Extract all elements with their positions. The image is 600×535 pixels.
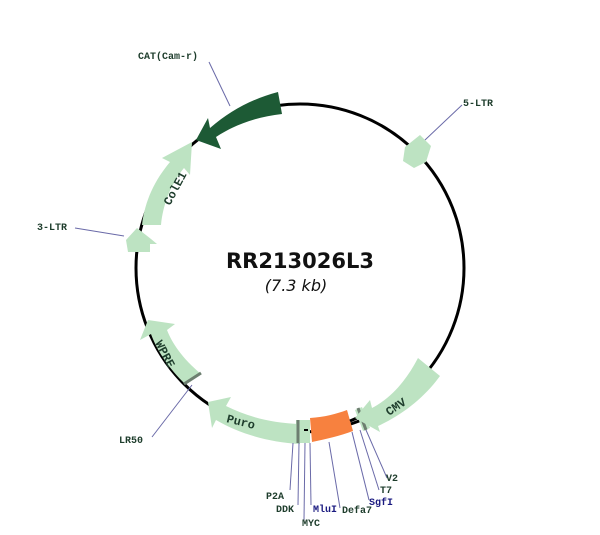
- feature-puro-arrow[interactable]: [208, 397, 300, 444]
- defa-label: Defa7: [342, 505, 372, 517]
- 3ltr-label: 3-LTR: [37, 223, 67, 234]
- leader-lines: [74, 61, 463, 521]
- lr50-marker: [183, 371, 202, 386]
- connector: [349, 416, 358, 423]
- v2-label: V2: [386, 474, 398, 485]
- plasmid-size: (7.3 kb): [265, 276, 327, 295]
- mlui-label: MluI: [313, 504, 337, 516]
- feature-5ltr-arrow[interactable]: [403, 135, 431, 168]
- insert-orf[interactable]: [310, 410, 353, 442]
- 5ltr-label: 5-LTR: [463, 99, 493, 110]
- lr50-label: LR50: [119, 436, 143, 447]
- feature-cole1-arrow[interactable]: [142, 142, 192, 225]
- sgfi-label: SgfI: [369, 497, 393, 509]
- plasmid-name: RR213026L3: [226, 249, 374, 273]
- feature-cmv-arrow[interactable]: [355, 358, 440, 432]
- feature-3ltr-arrow[interactable]: [126, 228, 157, 252]
- cat-label: CAT(Cam-r): [138, 51, 198, 63]
- p2a-label: P2A: [266, 492, 284, 503]
- myc-label: MYC: [302, 519, 320, 530]
- feature-wpre-arrow[interactable]: [140, 320, 201, 383]
- t7-label: T7: [380, 486, 392, 497]
- feature-cat-arrow[interactable]: [196, 92, 282, 149]
- ddk-label: DDK: [276, 505, 294, 516]
- puro-label: Puro: [225, 412, 256, 433]
